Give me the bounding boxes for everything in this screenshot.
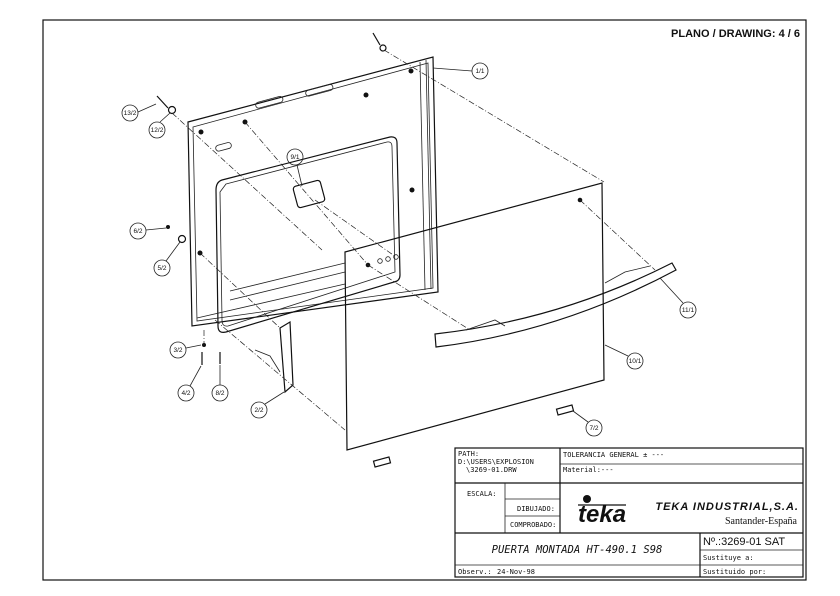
scale-label: ESCALA: bbox=[467, 490, 497, 498]
svg-text:11/1: 11/1 bbox=[682, 307, 695, 314]
svg-text:7/2: 7/2 bbox=[589, 425, 598, 432]
title-block: PATH: D:\USERS\EXPLOSION \3269-01.DRW TO… bbox=[454, 447, 804, 578]
callout-2-2: 2/2 bbox=[250, 391, 285, 419]
svg-text:13/2: 13/2 bbox=[124, 110, 137, 117]
replaced-by-label: Sustituido por: bbox=[703, 568, 766, 576]
svg-text:6/2: 6/2 bbox=[133, 228, 142, 235]
drawing-part-number: Nº.:3269-01 SAT bbox=[703, 536, 785, 548]
drawing-number: PLANO / DRAWING: 4 / 6 bbox=[671, 28, 800, 40]
fasteners bbox=[156, 32, 575, 468]
callout-3-2: 3/2 bbox=[169, 341, 202, 359]
drawn-label: DIBUJADO: bbox=[517, 505, 555, 513]
callout-8-2: 8/2 bbox=[211, 365, 229, 402]
callout-7-2: 7/2 bbox=[572, 410, 603, 437]
drawing-border bbox=[42, 19, 807, 581]
front-panel bbox=[344, 182, 605, 451]
callout-10-1: 10/1 bbox=[604, 344, 644, 370]
callout-13-2: 13/2 bbox=[121, 103, 157, 122]
svg-text:12/2: 12/2 bbox=[151, 127, 164, 134]
material: Material:--- bbox=[563, 466, 614, 474]
door-frame bbox=[187, 56, 439, 333]
assembly-lines bbox=[171, 49, 656, 431]
svg-text:8/2: 8/2 bbox=[215, 390, 224, 397]
tolerance: TOLERANCIA GENERAL ± --- bbox=[563, 451, 664, 459]
path-line2: \3269-01.DRW bbox=[466, 466, 517, 474]
callouts: 1/1 13/2 12/2 9/1 6/2 5/2 11/1 3/2 10/1 … bbox=[121, 62, 697, 437]
svg-text:4/2: 4/2 bbox=[181, 390, 190, 397]
observ-date: 24-Nov-98 bbox=[497, 568, 535, 576]
callout-12-2: 12/2 bbox=[148, 112, 171, 139]
hinge bbox=[254, 320, 294, 394]
svg-text:2/2: 2/2 bbox=[254, 407, 263, 414]
door-handle bbox=[434, 262, 677, 348]
svg-text:3/2: 3/2 bbox=[173, 347, 182, 354]
replaces-label: Sustituye a: bbox=[703, 554, 754, 562]
callout-4-2: 4/2 bbox=[177, 365, 202, 402]
observ-label: Observ.: bbox=[458, 568, 492, 576]
callout-11-1: 11/1 bbox=[659, 277, 697, 319]
path-line1: D:\USERS\EXPLOSION bbox=[458, 458, 534, 466]
company-name: TEKA INDUSTRIAL,S.A. bbox=[655, 501, 799, 513]
callout-1-1: 1/1 bbox=[432, 62, 489, 80]
company-location: Santander-España bbox=[725, 516, 798, 527]
svg-text:1/1: 1/1 bbox=[475, 68, 484, 75]
svg-text:5/2: 5/2 bbox=[157, 265, 166, 272]
callout-6-2: 6/2 bbox=[129, 222, 167, 240]
svg-text:10/1: 10/1 bbox=[629, 358, 642, 365]
svg-text:9/1: 9/1 bbox=[290, 154, 299, 161]
callout-5-2: 5/2 bbox=[153, 241, 181, 277]
path-label: PATH: bbox=[458, 450, 479, 458]
drawing-title: PUERTA MONTADA HT-490.1 S98 bbox=[492, 544, 663, 556]
callout-9-1: 9/1 bbox=[286, 148, 304, 187]
teka-logo: teka bbox=[578, 495, 626, 528]
checked-label: COMPROBADO: bbox=[510, 521, 556, 529]
